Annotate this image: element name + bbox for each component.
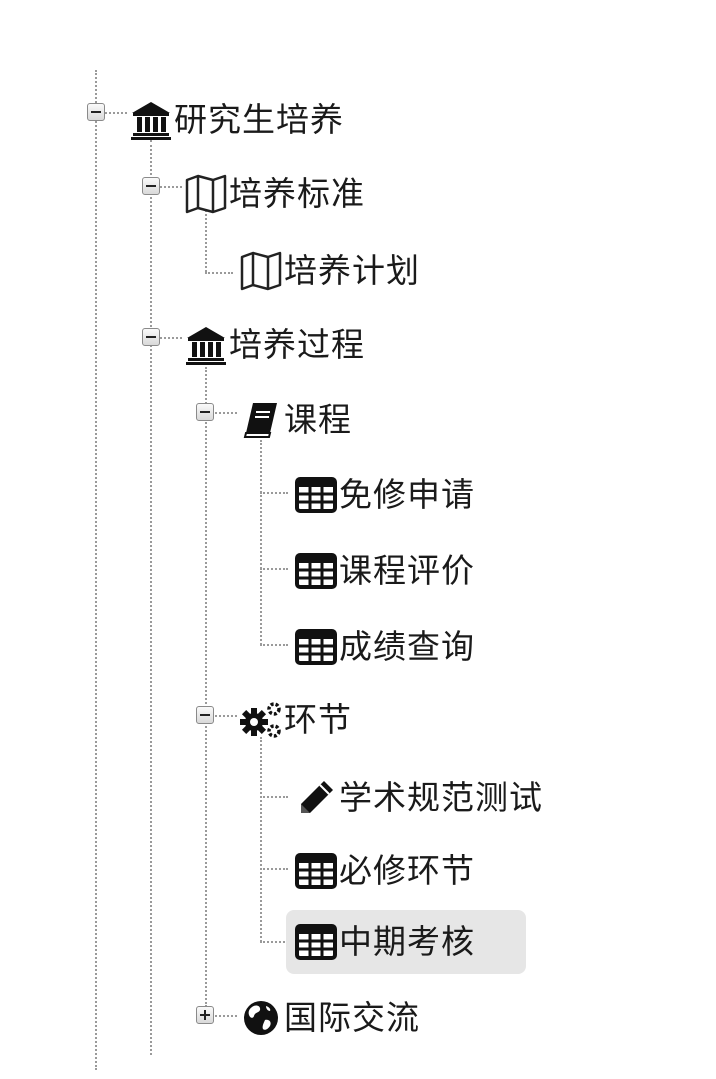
collapse-toggle-peiyang-biaozhun[interactable]: [142, 177, 160, 195]
tree-node-label: 培养计划: [284, 251, 420, 290]
tree-node-label: 必修环节: [339, 851, 475, 890]
tree-guide-line: [105, 112, 127, 114]
minus-icon: [200, 410, 210, 414]
tree-node-peiyang-biaozhun[interactable]: 培养标准: [183, 166, 365, 222]
minus-icon: [146, 335, 156, 339]
institution-icon: [183, 322, 229, 368]
tree-node-zhongqi-kaohe[interactable]: 中期考核: [286, 910, 526, 974]
tree-node-label: 国际交流: [284, 998, 420, 1037]
map-icon: [183, 171, 229, 217]
tree-node-kecheng[interactable]: 课程: [238, 392, 352, 448]
tree-guide-line: [260, 644, 288, 646]
tree-guide-line: [260, 868, 288, 870]
table-icon: [293, 624, 339, 670]
tree-guide-line: [260, 941, 288, 943]
collapse-toggle-kecheng[interactable]: [196, 403, 214, 421]
tree-node-label: 免修申请: [339, 475, 475, 514]
tree-guide-line: [205, 210, 207, 272]
tree-node-label: 课程评价: [339, 551, 475, 590]
globe-icon: [238, 995, 284, 1041]
table-icon: [293, 548, 339, 594]
tree-guide-line: [260, 737, 262, 942]
tree-guide-line: [150, 140, 152, 1055]
expand-toggle-guoji-jiaoliu[interactable]: [196, 1006, 214, 1024]
tree-node-label: 研究生培养: [174, 100, 344, 139]
tree-node-mianxiu-shenqing[interactable]: 免修申请: [293, 467, 475, 523]
tree-guide-line: [95, 70, 97, 1070]
tree-guide-line: [160, 186, 182, 188]
tree-node-kecheng-pingjia[interactable]: 课程评价: [293, 543, 475, 599]
collapse-toggle-peiyang-guocheng[interactable]: [142, 328, 160, 346]
tree-guide-line: [215, 715, 237, 717]
tree-node-label: 成绩查询: [339, 627, 475, 666]
tree-node-bixiu-huanjie[interactable]: 必修环节: [293, 843, 475, 899]
tree-guide-line: [260, 796, 288, 798]
tree-node-peiyang-guocheng[interactable]: 培养过程: [183, 317, 365, 373]
tree-guide-line: [215, 412, 237, 414]
tree-node-peiyang-jihua[interactable]: 培养计划: [238, 243, 420, 299]
tree-node-label: 环节: [284, 700, 352, 739]
tree-node-yanjiusheng-peiyang[interactable]: 研究生培养: [128, 92, 344, 148]
tree-node-label: 培养标准: [229, 174, 365, 213]
minus-icon: [146, 184, 156, 188]
tree-guide-line: [205, 367, 207, 1007]
table-icon: [293, 848, 339, 894]
tree-node-guoji-jiaoliu[interactable]: 国际交流: [238, 990, 420, 1046]
tree-node-huanjie[interactable]: 环节: [238, 692, 352, 748]
tree-guide-line: [160, 337, 182, 339]
tree-node-label: 培养过程: [229, 325, 365, 364]
minus-icon: [91, 110, 101, 114]
tree-node-label: 中期考核: [339, 922, 475, 961]
book-icon: [238, 397, 284, 443]
table-icon: [293, 472, 339, 518]
tree-guide-line: [205, 272, 233, 274]
collapse-toggle-huanjie[interactable]: [196, 706, 214, 724]
tree-node-label: 学术规范测试: [339, 778, 543, 817]
map-icon: [238, 248, 284, 294]
tree-guide-line: [260, 492, 288, 494]
tree-node-xueshu-guifan-ceshi[interactable]: 学术规范测试: [293, 770, 543, 826]
tree-node-label: 课程: [284, 400, 352, 439]
table-icon: [293, 919, 339, 965]
tree-guide-line: [215, 1015, 237, 1017]
tree-guide-line: [260, 568, 288, 570]
tree-node-chengji-chaxun[interactable]: 成绩查询: [293, 619, 475, 675]
minus-icon: [200, 713, 210, 717]
gears-icon: [238, 697, 284, 743]
institution-icon: [128, 97, 174, 143]
pencil-icon: [293, 775, 339, 821]
collapse-toggle-yanjiusheng-peiyang[interactable]: [87, 103, 105, 121]
tree-guide-line: [260, 440, 262, 645]
plus-icon-vertical: [203, 1010, 207, 1020]
